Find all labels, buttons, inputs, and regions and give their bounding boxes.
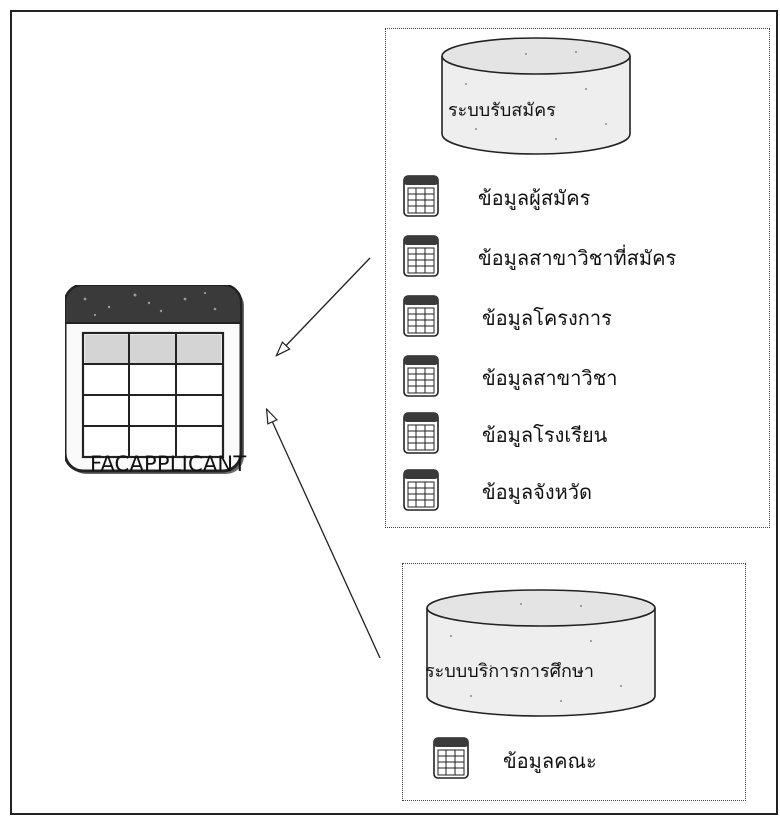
table-item: ข้อมูลสาขาวิชาที่สมัคร [386, 232, 769, 280]
table-item: ข้อมูลโครงการ [386, 292, 769, 340]
table-item: ข้อมูลสาขาวิชา [386, 352, 769, 400]
table-icon [433, 737, 469, 779]
arrow-registration-to-facapplicant [277, 257, 371, 355]
table-icon [403, 235, 439, 277]
arrow-education-to-facapplicant [267, 410, 381, 659]
table-name: ข้อมูลคณะ [503, 749, 597, 773]
table-name: ข้อมูลโครงการ [482, 306, 612, 330]
registration-database-label: ระบบรับสมัคร [448, 100, 556, 121]
facapplicant-label: FACAPPLICANT [90, 452, 247, 476]
table-item: ข้อมูลโรงเรียน [386, 409, 769, 457]
table-icon [403, 355, 439, 397]
education-database-label: ระบบบริการการศึกษา [425, 661, 594, 682]
table-icon [403, 469, 439, 511]
table-icon [403, 412, 439, 454]
table-item: ข้อมูลคณะ [403, 734, 745, 782]
registration-database-icon [441, 37, 631, 155]
education-service-group: ระบบบริการการศึกษา ข้อมูลคณะ [402, 563, 746, 801]
education-database-icon [426, 589, 656, 717]
table-name: ข้อมูลจังหวัด [482, 480, 593, 504]
diagram-frame [10, 10, 778, 815]
table-name: ข้อมูลสาขาวิชาที่สมัคร [478, 246, 677, 270]
table-name: ข้อมูลผู้สมัคร [478, 186, 591, 210]
table-name: ข้อมูลสาขาวิชา [482, 366, 618, 390]
table-icon [403, 175, 439, 217]
table-item: ข้อมูลผู้สมัคร [386, 172, 769, 220]
table-icon [403, 295, 439, 337]
table-name: ข้อมูลโรงเรียน [482, 423, 608, 447]
facapplicant-table-icon [65, 285, 244, 474]
table-item: ข้อมูลจังหวัด [386, 466, 769, 514]
registration-system-group: ระบบรับสมัคร ข้อมูลผู้สมัคร ข้อมูลสาขาวิ… [385, 28, 770, 528]
